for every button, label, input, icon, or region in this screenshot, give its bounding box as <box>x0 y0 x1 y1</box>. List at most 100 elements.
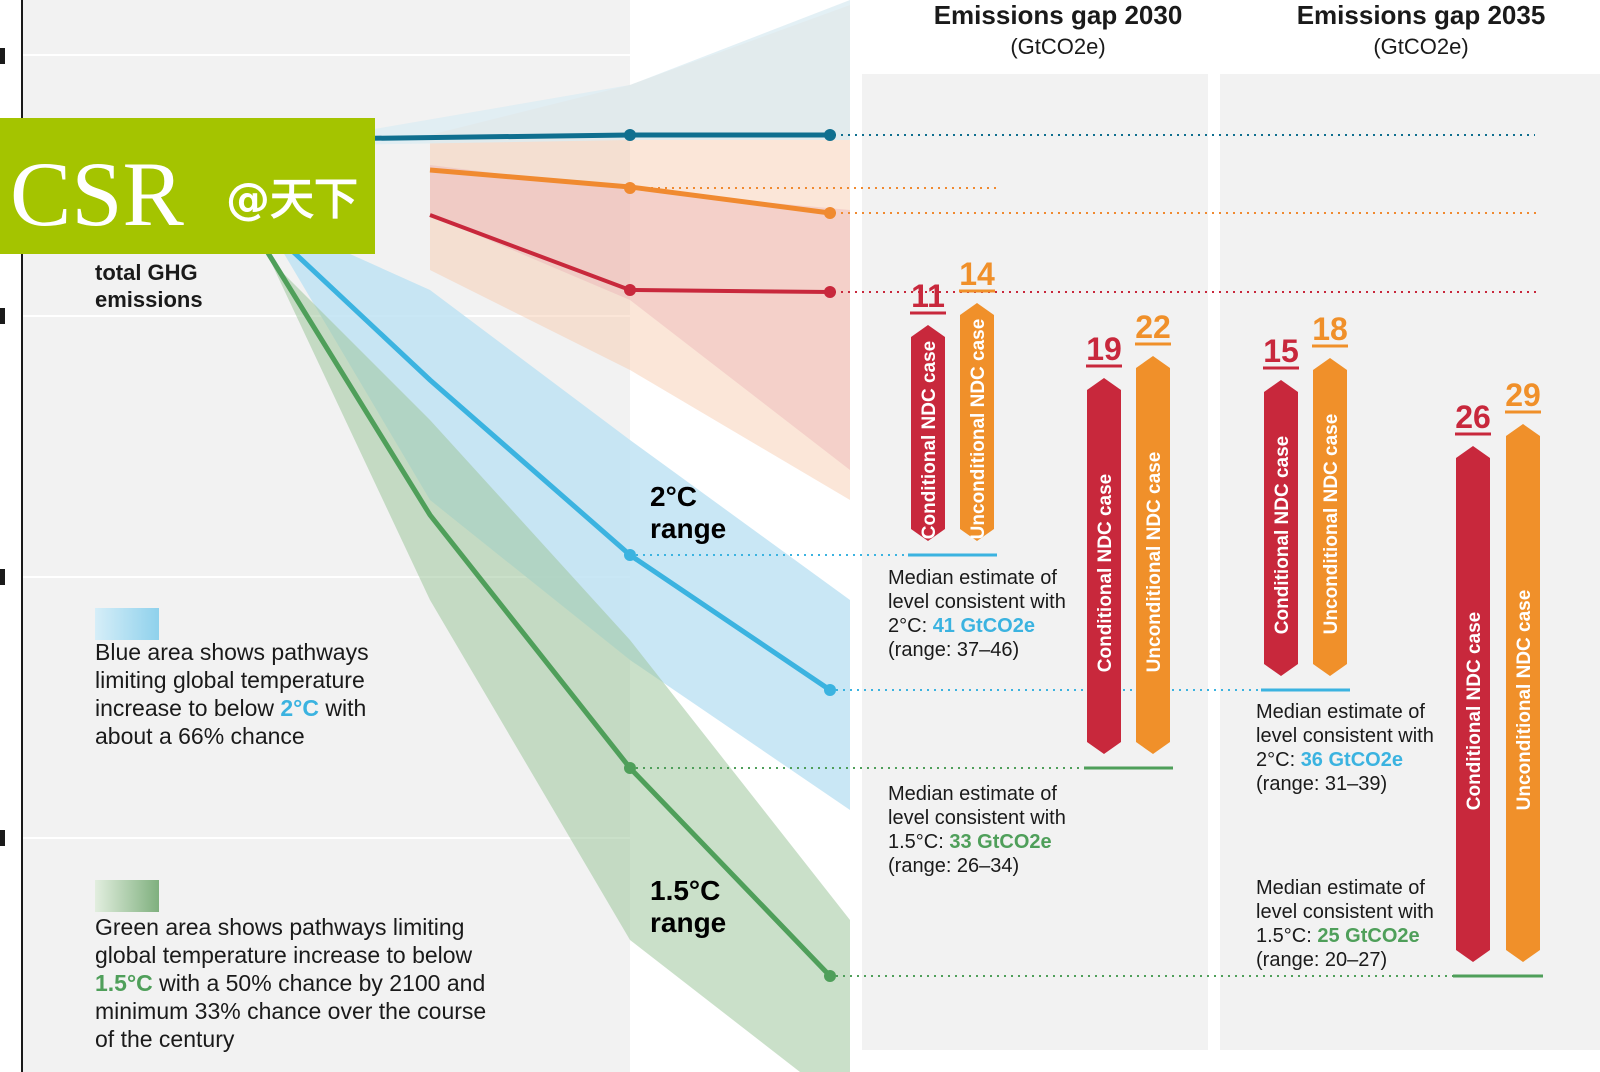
y-axis-tick <box>0 308 5 324</box>
legend-text: with a 50% chance by 2100 and <box>153 970 485 996</box>
unconditional-value-label: 14 <box>959 256 995 292</box>
note-line: Median estimate of <box>1256 877 1425 899</box>
conditional-ndc-bar <box>911 325 945 541</box>
note-value-line: 2°C: 36 GtCO2e <box>1256 749 1403 771</box>
note-value-line: 1.5°C: 33 GtCO2e <box>888 831 1052 853</box>
note-line: level consistent with <box>888 591 1066 613</box>
pathway-marker <box>624 284 636 296</box>
unconditional-value-label: 18 <box>1312 311 1348 347</box>
y-axis-tick <box>0 48 5 64</box>
unconditional-value-label: 22 <box>1135 309 1171 345</box>
legend-text: Green area shows pathways limiting <box>95 914 464 940</box>
note-prefix: 1.5°C: <box>1256 925 1317 947</box>
note-value: 25 GtCO2e <box>1317 925 1419 947</box>
conditional-ndc-bar <box>1456 446 1490 962</box>
unconditional-bar-label: Unconditional NDC case <box>1321 414 1342 635</box>
conditional-range-band <box>430 165 850 470</box>
pathway-marker <box>824 684 836 696</box>
unconditional-ndc-bar <box>960 303 994 541</box>
legend-line: about a 66% chance <box>95 723 305 749</box>
one-five-c-range-label: range <box>650 907 726 938</box>
two-c-range-label: range <box>650 513 726 544</box>
legend-line: global temperature increase to below <box>95 942 473 968</box>
note-value: 36 GtCO2e <box>1301 749 1403 771</box>
logo-background <box>0 118 375 254</box>
unconditional-bar-label: Unconditional NDC case <box>1144 452 1165 673</box>
conditional-bar-label: Conditional NDC case <box>919 341 940 539</box>
pathway-marker <box>824 207 836 219</box>
unconditional-ndc-bar <box>1136 356 1170 754</box>
legend-text: with <box>319 695 366 721</box>
note-line: level consistent with <box>888 807 1066 829</box>
panel-unit-2030: (GtCO2e) <box>1010 34 1105 59</box>
conditional-value-label: 19 <box>1086 331 1122 367</box>
conditional-ndc-bar <box>1087 378 1121 754</box>
note-line: level consistent with <box>1256 725 1434 747</box>
note-line: Median estimate of <box>1256 701 1425 723</box>
two-c-pathway-line <box>268 228 832 693</box>
pathway-marker <box>824 286 836 298</box>
panel-title-2030: Emissions gap 2030 <box>934 0 1183 30</box>
note-line: Median estimate of <box>888 783 1057 805</box>
legend-line: Blue area shows pathways <box>95 639 369 665</box>
conditional-value-label: 26 <box>1455 399 1491 435</box>
pathway-marker <box>824 129 836 141</box>
historical-label-line: emissions <box>95 287 203 312</box>
pathway-marker <box>824 970 836 982</box>
panel-unit-2035: (GtCO2e) <box>1373 34 1468 59</box>
conditional-bar-label: Conditional NDC case <box>1464 612 1485 810</box>
note-prefix: 2°C: <box>888 615 933 637</box>
legend-text: about a 66% chance <box>95 723 305 749</box>
legend-text: minimum 33% chance over the course <box>95 998 486 1024</box>
csr-logo: CSR @天下 <box>0 118 375 254</box>
conditional-value-label: 11 <box>911 278 945 314</box>
unconditional-ndc-bar <box>1506 424 1540 962</box>
reference-lines <box>630 134 1540 977</box>
pathway-marker <box>624 762 636 774</box>
legend-line: minimum 33% chance over the course <box>95 998 486 1024</box>
panel-title-2035: Emissions gap 2035 <box>1297 0 1546 30</box>
note-range: (range: 31–39) <box>1256 773 1387 795</box>
note-line: level consistent with <box>1256 901 1434 923</box>
conditional-bar-label: Conditional NDC case <box>1095 474 1116 672</box>
logo-main-text: CSR <box>10 143 185 245</box>
legend-text: of the century <box>95 1026 235 1052</box>
legend-text: global temperature increase to below <box>95 942 473 968</box>
unconditional-value-label: 29 <box>1505 377 1541 413</box>
note-value-line: 1.5°C: 25 GtCO2e <box>1256 925 1420 947</box>
y-axis-tick <box>0 569 5 585</box>
historical-label-line: total GHG <box>95 260 198 285</box>
historical-fan-band <box>340 0 850 145</box>
unconditional-bar-label: Unconditional NDC case <box>968 319 989 540</box>
blue-gradient-swatch-icon <box>95 608 159 640</box>
note-range: (range: 37–46) <box>888 639 1019 661</box>
one-five-c-pathway-line <box>257 238 832 978</box>
note-value-line: 2°C: 41 GtCO2e <box>888 615 1035 637</box>
two-c-range-label: 2°C <box>650 481 697 512</box>
panel-headers: Emissions gap 2030 (GtCO2e) Emissions ga… <box>934 0 1546 59</box>
range-labels: 2°C range 1.5°C range <box>650 481 726 938</box>
note-range: (range: 26–34) <box>888 855 1019 877</box>
logo-sub-text: @天下 <box>226 174 358 225</box>
one-five-c-band <box>240 230 850 1072</box>
one-five-c-range-label: 1.5°C <box>650 875 720 906</box>
y-axis-tick <box>0 830 5 846</box>
conditional-value-label: 15 <box>1263 333 1299 369</box>
unconditional-ndc-bar <box>1313 358 1347 676</box>
conditional-bar-label: Conditional NDC case <box>1272 436 1293 634</box>
y-axis-ticks <box>0 48 5 846</box>
legend-highlight: 1.5°C <box>95 970 153 996</box>
note-value: 41 GtCO2e <box>933 615 1035 637</box>
legend-line: of the century <box>95 1026 235 1052</box>
note-prefix: 2°C: <box>1256 749 1301 771</box>
pathway-marker <box>624 129 636 141</box>
conditional-ndc-bar <box>1264 380 1298 676</box>
unconditional-bar-label: Unconditional NDC case <box>1514 590 1535 811</box>
legend-green-text: Green area shows pathways limitingglobal… <box>95 914 486 1052</box>
legend-line: 1.5°C with a 50% chance by 2100 and <box>95 970 485 996</box>
legend-line: limiting global temperature <box>95 667 365 693</box>
